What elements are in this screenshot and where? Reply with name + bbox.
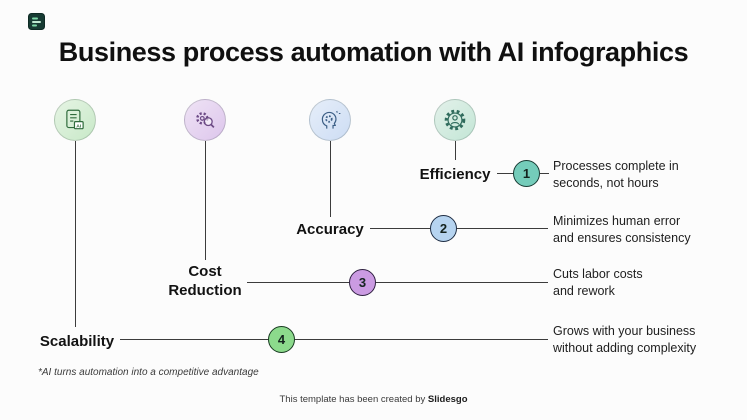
item-label: Scalability xyxy=(39,333,115,350)
template-credit: This template has been created by Slides… xyxy=(0,394,747,405)
slide-logo xyxy=(28,13,45,30)
item-description: Cuts labor costs and rework xyxy=(553,267,643,298)
connector-line xyxy=(295,339,548,340)
credit-text: This template has been created by xyxy=(279,394,428,405)
item-description: Grows with your business without adding … xyxy=(553,324,697,355)
connector-line xyxy=(376,282,548,283)
footnote-text: *AI turns automation into a competitive … xyxy=(38,367,259,378)
item-description: Minimizes human error and ensures consis… xyxy=(553,214,691,245)
item-label: Cost Reduction xyxy=(168,263,242,299)
accuracy-icon-circle xyxy=(309,99,351,141)
gear-person-icon xyxy=(444,109,466,131)
connector-vertical-line xyxy=(455,141,456,160)
connector-line xyxy=(497,173,513,174)
connector-line xyxy=(457,228,548,229)
item-label: Efficiency xyxy=(419,166,491,183)
brand-logo-icon xyxy=(28,13,45,30)
scalability-icon-circle: AI xyxy=(54,99,96,141)
step-number-badge: 3 xyxy=(349,269,376,296)
ai-document-icon: AI xyxy=(66,109,84,130)
step-number-badge: 2 xyxy=(430,215,457,242)
cost-reduction-icon-circle xyxy=(184,99,226,141)
credit-brand-name: Slidesgo xyxy=(427,394,468,405)
connector-line xyxy=(370,228,430,229)
step-number-badge: 4 xyxy=(268,326,295,353)
connector-line xyxy=(247,282,349,283)
page-title: Business process automation with AI info… xyxy=(58,37,689,67)
step-number-badge: 1 xyxy=(513,160,540,187)
connector-vertical-line xyxy=(75,141,76,327)
connector-vertical-line xyxy=(205,141,206,260)
svg-text:AI: AI xyxy=(76,123,82,129)
connector-line xyxy=(120,339,268,340)
item-description: Processes complete in seconds, not hours xyxy=(553,159,679,190)
item-label: Accuracy xyxy=(296,221,364,238)
gear-magnifier-icon xyxy=(196,112,215,128)
connector-line xyxy=(540,173,549,174)
efficiency-icon-circle xyxy=(434,99,476,141)
head-gear-icon xyxy=(321,110,341,129)
connector-vertical-line xyxy=(330,141,331,217)
